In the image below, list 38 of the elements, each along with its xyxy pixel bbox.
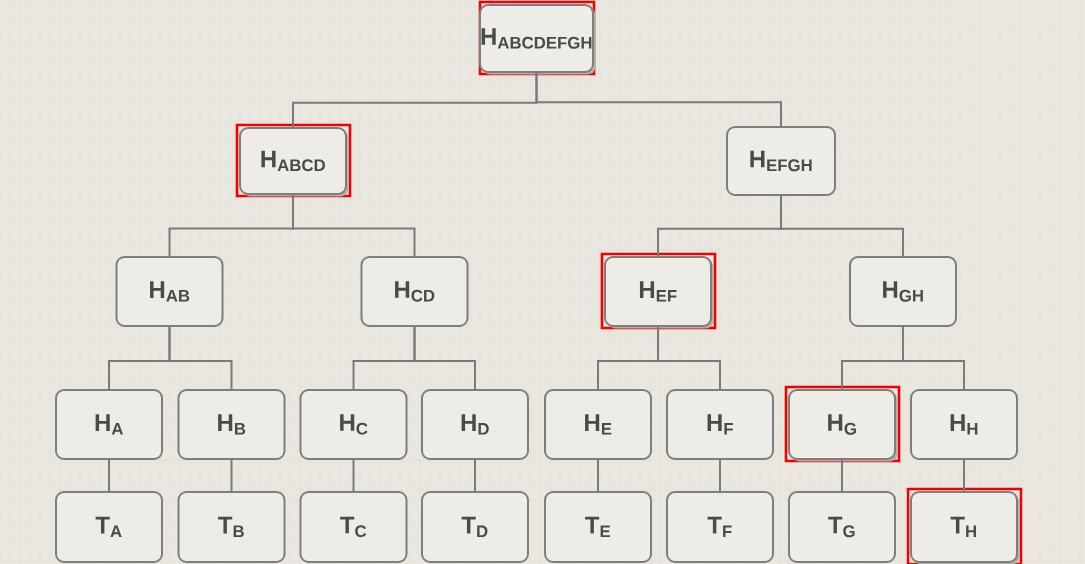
node-box: H$_{B}$ xyxy=(177,389,286,460)
node-box: T$_{A}$ xyxy=(55,491,163,563)
node-box: H$_{C}$ xyxy=(299,389,408,460)
node-box: T$_{H}$ xyxy=(910,491,1020,564)
connector-line xyxy=(352,459,355,492)
node-box: T$_{D}$ xyxy=(421,491,529,563)
connector-line xyxy=(841,459,843,492)
connector-line xyxy=(474,459,476,492)
node-box: H$_{AB}$ xyxy=(115,256,224,327)
node-box: H$_{ABCDEFGH}$ xyxy=(479,4,596,75)
node-box: H$_{CD}$ xyxy=(360,256,469,327)
node-box: H$_{GH}$ xyxy=(849,256,957,327)
node-box: T$_{G}$ xyxy=(788,491,896,563)
node-box: H$_{E}$ xyxy=(544,389,652,460)
connector-line xyxy=(230,459,233,492)
node-box: T$_{B}$ xyxy=(177,491,286,563)
connector-line xyxy=(292,194,416,257)
connector-line xyxy=(719,459,721,492)
node-box: H$_{ABCD}$ xyxy=(239,127,349,197)
connector-line xyxy=(657,326,721,390)
node-box: H$_{D}$ xyxy=(421,389,529,460)
connector-line xyxy=(168,326,233,390)
connector-line xyxy=(535,72,782,127)
node-box: H$_{EF}$ xyxy=(604,256,714,329)
node-box: T$_{F}$ xyxy=(666,491,774,563)
connector-line xyxy=(780,195,904,257)
connector-line xyxy=(963,459,965,492)
node-box: H$_{G}$ xyxy=(788,389,898,462)
node-box: H$_{A}$ xyxy=(55,389,163,460)
connector-line xyxy=(902,326,965,390)
node-box: H$_{H}$ xyxy=(910,389,1018,460)
node-box: T$_{C}$ xyxy=(299,491,408,563)
connector-line xyxy=(413,326,476,390)
node-box: H$_{F}$ xyxy=(666,389,774,460)
connector-line xyxy=(108,459,110,492)
node-box: H$_{EFGH}$ xyxy=(726,126,836,196)
node-box: T$_{E}$ xyxy=(544,491,652,563)
connector-line xyxy=(597,459,599,492)
